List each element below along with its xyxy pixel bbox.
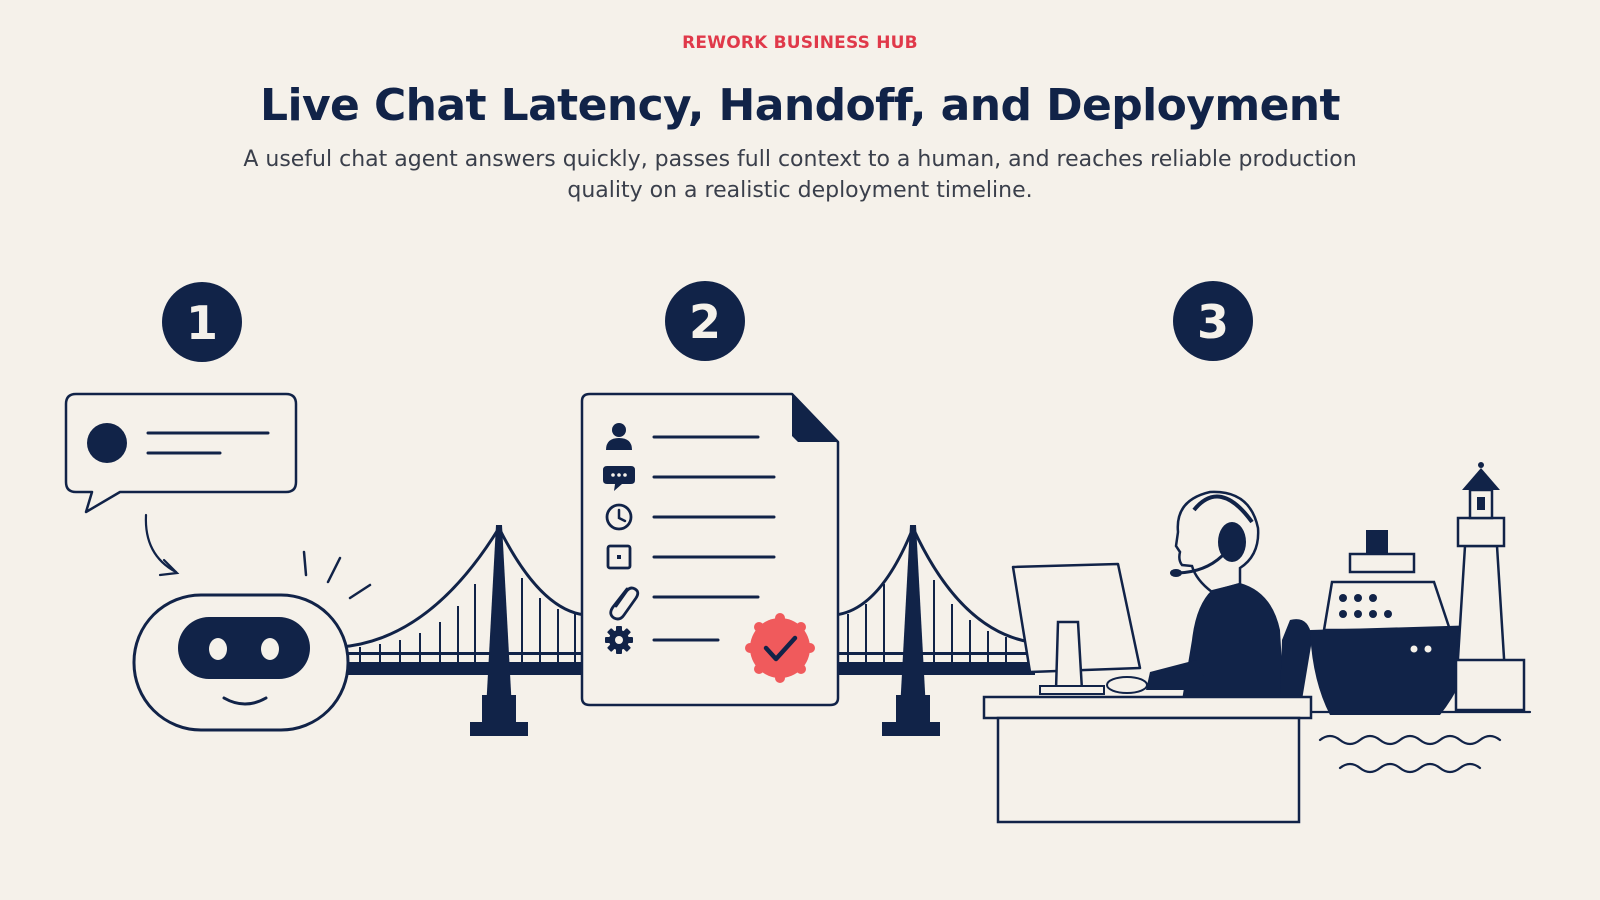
- arrow-down-icon: [144, 513, 180, 577]
- step-badge-3: 3: [1173, 281, 1253, 361]
- step-badge-2: 2: [665, 281, 745, 361]
- brand-eyebrow: REWORK BUSINESS HUB: [682, 33, 918, 53]
- gear-icon: [605, 626, 633, 654]
- monitor-icon: [1011, 562, 1142, 695]
- ship-icon: [1310, 530, 1480, 715]
- bridge-left: [339, 525, 586, 736]
- step-badge-1: 1: [162, 282, 242, 362]
- chat-dots-icon: [603, 466, 635, 491]
- step-number-2: 2: [689, 295, 721, 349]
- water-waves-icon: [1310, 710, 1532, 774]
- person-icon: [606, 423, 632, 450]
- paperclip-icon: [609, 586, 640, 621]
- handoff-document: [580, 392, 840, 707]
- checkmark-badge-icon: [745, 613, 815, 683]
- lighthouse-icon: [1454, 462, 1526, 712]
- robot-bot-icon: [132, 593, 350, 732]
- step-number-1: 1: [186, 296, 218, 350]
- chat-bubble-icon: [64, 392, 298, 514]
- page-subtitle: A useful chat agent answers quickly, pas…: [243, 147, 1357, 203]
- human-agent-icon: [1106, 490, 1312, 700]
- step-number-3: 3: [1197, 295, 1229, 349]
- clock-icon: [605, 503, 633, 531]
- desk: [982, 695, 1313, 824]
- note-icon: [606, 544, 632, 570]
- page-title: Live Chat Latency, Handoff, and Deployme…: [260, 80, 1341, 131]
- bridge-right: [834, 525, 1035, 736]
- signal-lines-icon: [302, 550, 372, 600]
